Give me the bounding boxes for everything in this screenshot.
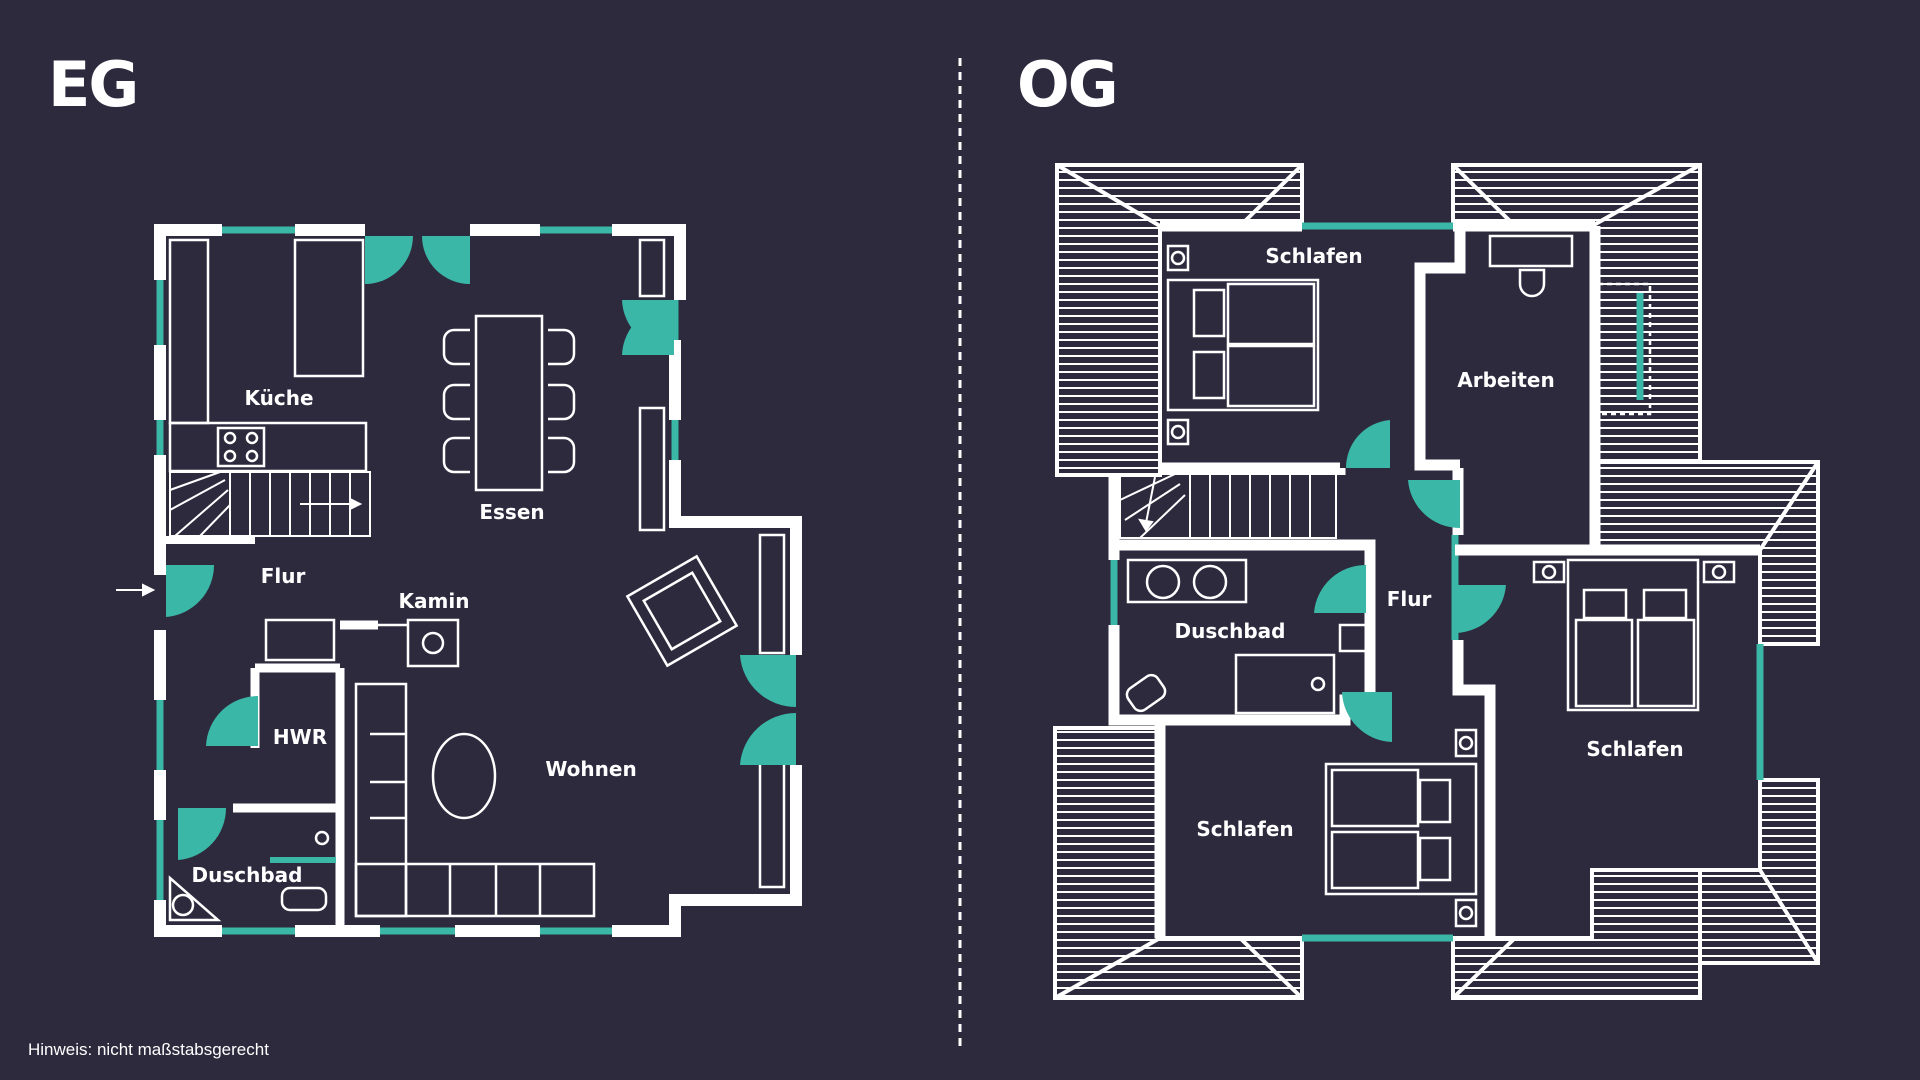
room-labels: Küche Essen Flur Kamin HWR Duschbad Wohn…: [192, 244, 1684, 887]
room-label-duschbad-og: Duschbad: [1175, 619, 1286, 643]
room-label-arbeiten: Arbeiten: [1457, 368, 1554, 392]
room-label-schlafen-top: Schlafen: [1265, 244, 1362, 268]
eg-floor-plan: [116, 224, 802, 937]
eg-hwr-fixtures: [264, 618, 336, 662]
scale-note: Hinweis: nicht maßstabsgerecht: [28, 1040, 269, 1059]
og-bed-bottom: [1324, 728, 1478, 928]
og-stairs: [1119, 473, 1337, 539]
eg-sofa: [354, 682, 596, 918]
og-bed-top: [1166, 244, 1320, 446]
room-label-hwr: HWR: [273, 725, 327, 749]
room-label-schlafen-bottom: Schlafen: [1196, 817, 1293, 841]
floor-title-og: OG: [1017, 48, 1119, 121]
eg-coffee-table: [431, 732, 497, 820]
eg-bath-fixtures: [168, 830, 336, 922]
room-label-flur-eg: Flur: [261, 564, 306, 588]
eg-kitchen: [168, 238, 368, 473]
eg-doors: [166, 236, 796, 860]
room-label-flur-og: Flur: [1387, 587, 1432, 611]
eg-dining-table: [442, 314, 576, 492]
room-label-duschbad-eg: Duschbad: [192, 863, 303, 887]
room-label-schlafen-right: Schlafen: [1586, 737, 1683, 761]
eg-armchair: [625, 554, 739, 668]
room-label-essen: Essen: [479, 500, 544, 524]
eg-entry-arrow: [116, 583, 156, 597]
og-desk: [1488, 234, 1652, 416]
floor-title-eg: EG: [48, 48, 139, 121]
og-bath-fixtures: [1125, 558, 1368, 715]
eg-fireplace: [375, 618, 460, 668]
eg-stairs: [169, 471, 371, 537]
room-label-kamin: Kamin: [399, 589, 470, 613]
eg-walls: [154, 224, 802, 937]
room-label-kueche: Küche: [244, 386, 313, 410]
eg-windows: [156, 226, 679, 935]
og-windows: [1110, 222, 1764, 942]
og-bed-right: [1532, 558, 1736, 712]
og-floor-plan: [1053, 163, 1820, 1000]
og-doors: [1314, 420, 1506, 742]
room-label-wohnen: Wohnen: [545, 757, 636, 781]
